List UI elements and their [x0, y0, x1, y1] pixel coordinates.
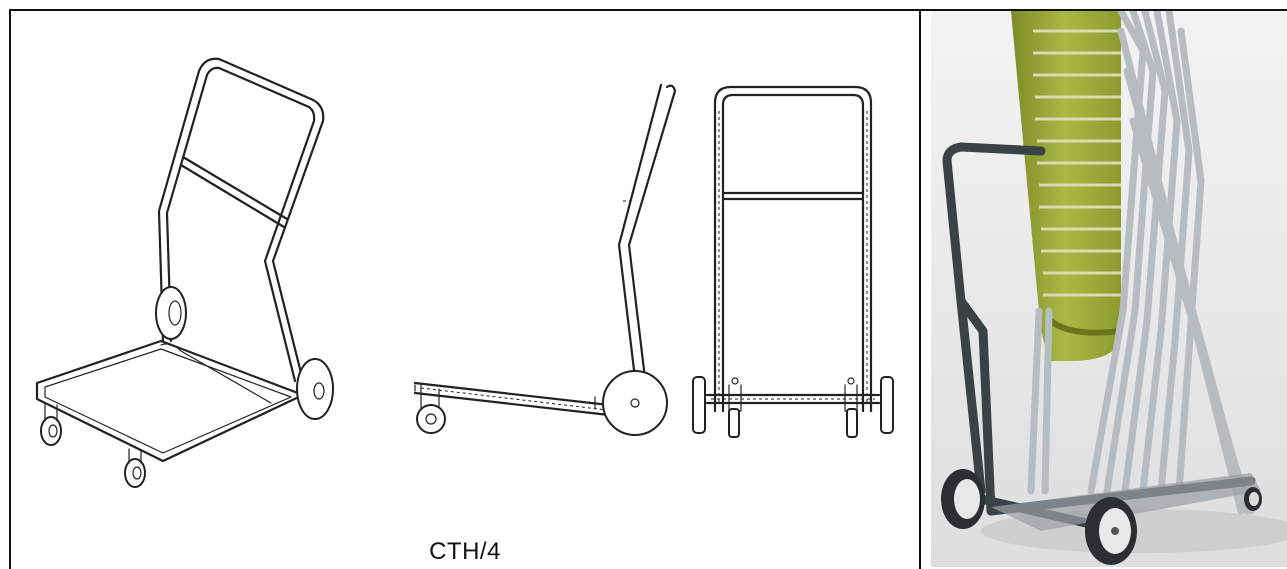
trolley-base-tray — [991, 473, 1261, 531]
trolley-wheels — [941, 469, 1262, 565]
front-view-trolley-drawing — [692, 85, 894, 438]
technical-drawings-svg — [35, 57, 894, 488]
green-chair-shells — [1011, 11, 1122, 361]
product-code-caption: CTH/4 — [429, 538, 501, 565]
side-view-trolley-drawing — [413, 83, 677, 436]
technical-drawings-panel — [9, 9, 921, 521]
product-photo-panel — [921, 9, 1287, 567]
stacked-chairs-on-trolley-photo — [931, 11, 1287, 567]
caption-cell: CTH/4 — [9, 519, 921, 569]
isometric-trolley-drawing — [35, 57, 334, 488]
